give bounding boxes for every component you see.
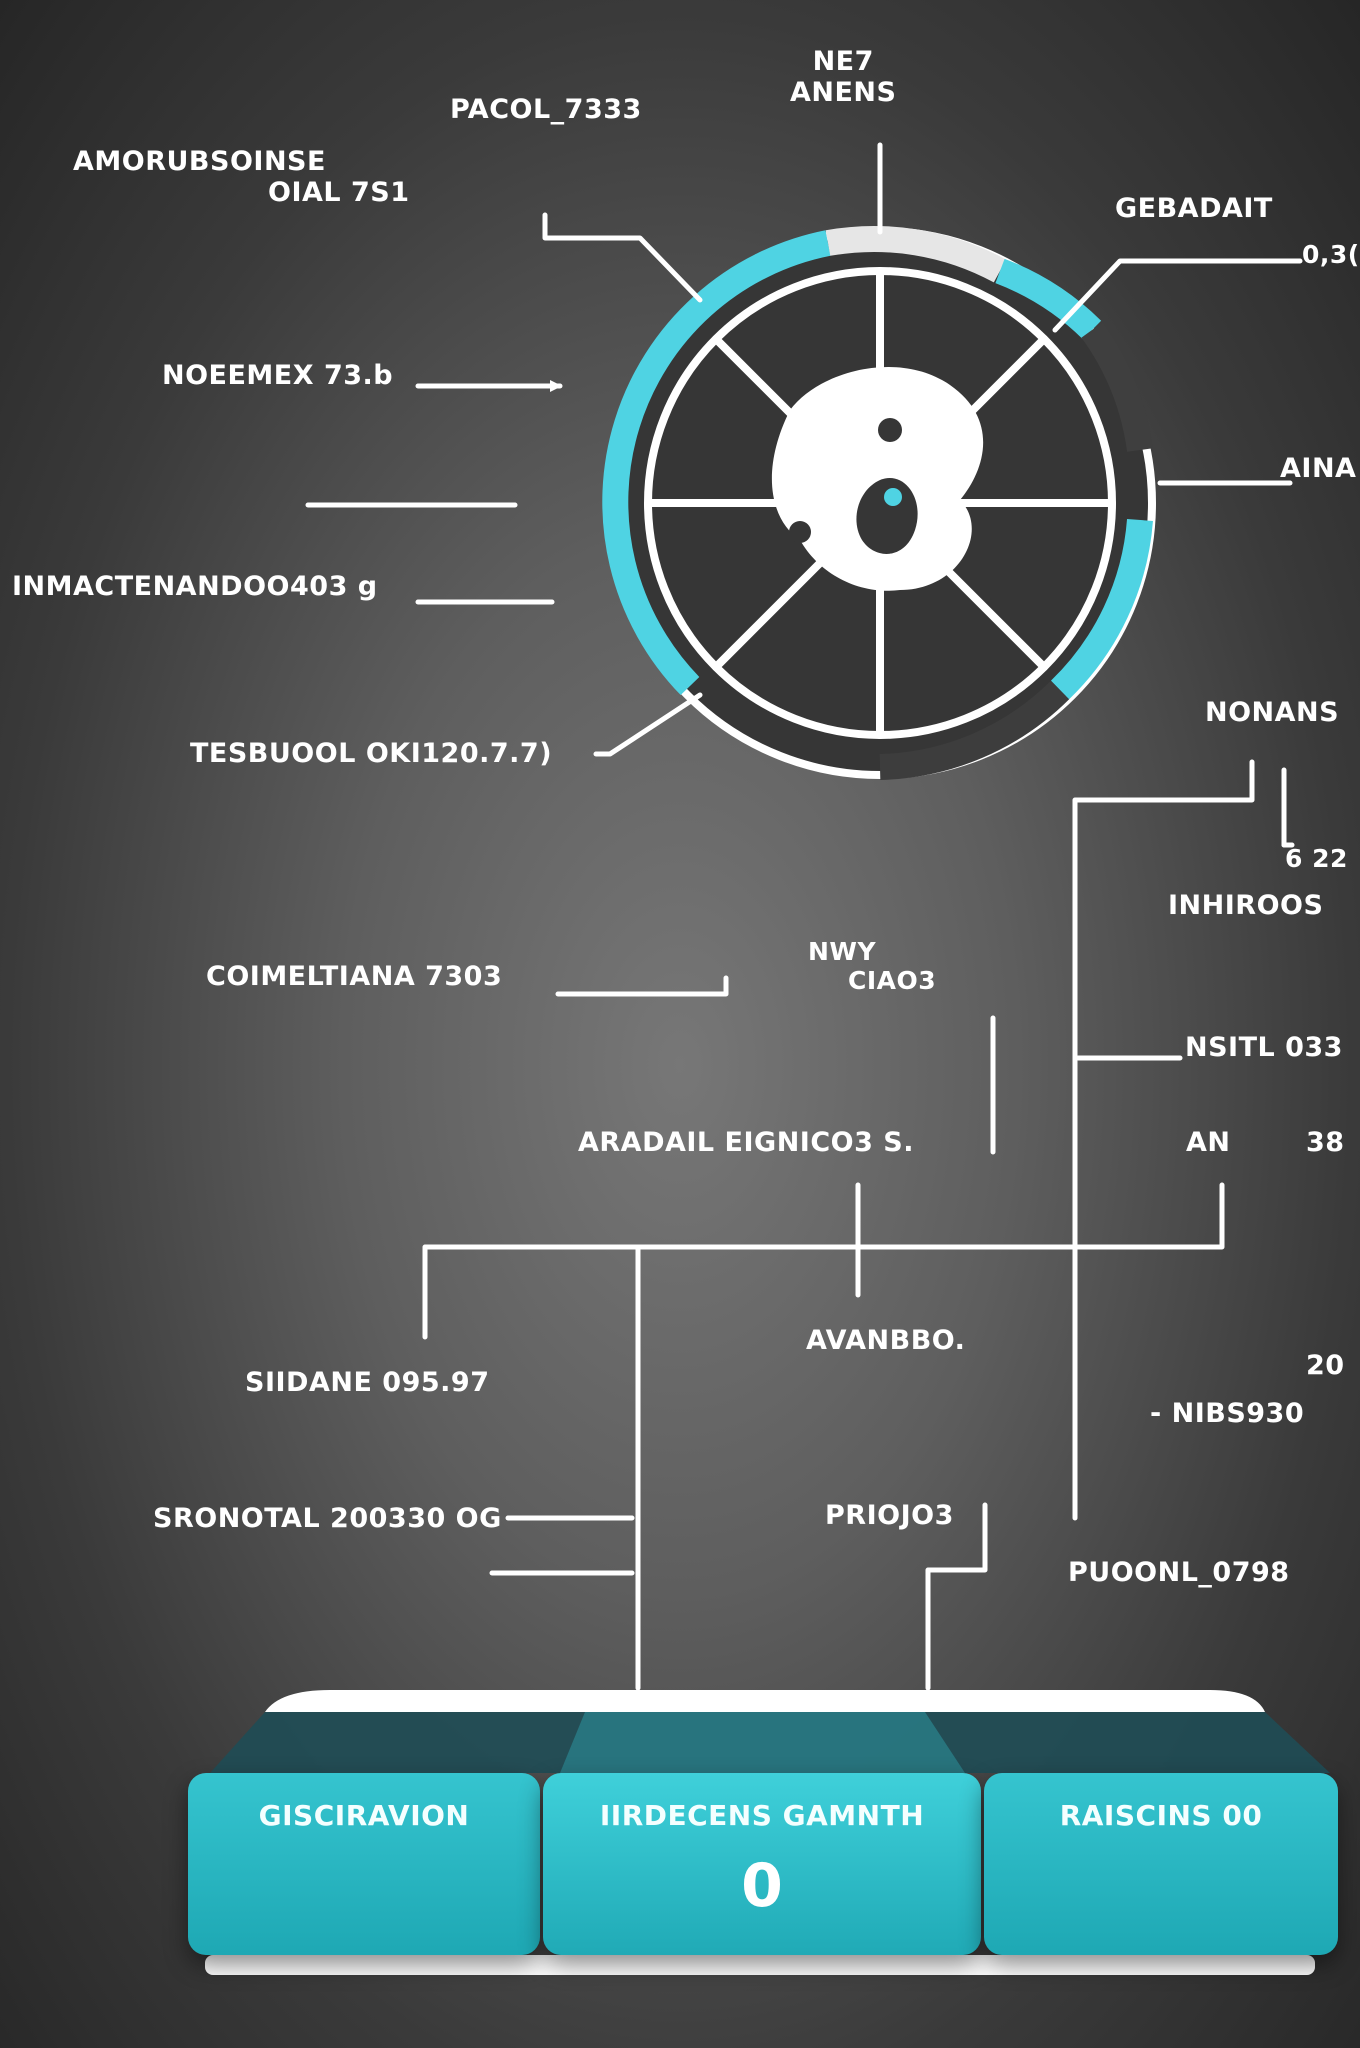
connector-lines [305,142,1303,1691]
label-morubsoinse-line1: AMORUBSOINSE [73,146,326,177]
label-noeemex: NOEEMEX 73.b [162,360,394,391]
label-nwy: NWY CIAO3 [808,937,937,996]
label-value-38: 38 [1306,1127,1345,1158]
label-morubsoinse: AMORUBSOINSE OIAL 7S1 [73,146,410,208]
label-value-622: 6 22 [1285,844,1348,873]
ring-segment-bottom [879,680,1070,780]
label-top-title-line2: ANENS [790,77,897,109]
label-nwy-line2: CIAO3 [848,965,937,995]
card-raiscins-title: RAISCINS 00 [1059,1799,1263,1832]
hub-wheel-icon [602,226,1156,780]
label-morubsoinse-line2: OIAL 7S1 [268,177,410,209]
label-top-title-line1: NE7 [812,46,874,77]
card-giscir-title: GISCIRAVION [258,1799,470,1832]
label-nsitl: NSITL 033 [1185,1032,1343,1063]
ring-segment-top [825,226,1007,283]
label-aina: AINA [1280,453,1357,484]
label-puoonl: PUOONL_0798 [1068,1557,1290,1588]
label-nwy-line1: NWY [808,937,877,966]
label-sronotal: SRONOTAL 200330 OG [153,1503,502,1534]
ring-segment-right [1081,322,1153,452]
card-giscir[interactable]: GISCIRAVION [188,1773,540,1955]
ring-segment-right-top [995,258,1102,340]
label-inmactenando: INMACTENANDOO403 g [12,571,378,602]
card-iirdecens-title: IIRDECENS GAMNTH [599,1799,925,1832]
label-top-title: NE7 ANENS [790,46,896,108]
label-nonans: NONANS [1205,697,1340,728]
label-an-short: AN [1186,1127,1231,1158]
label-tesbuool: TESBUOOL OKI120.7.7) [190,738,553,769]
label-gebadait: GEBADAIT [1115,193,1273,224]
card-iirdecens-value: 0 [741,1851,783,1921]
ring-segment-right-bottom [1050,518,1153,700]
label-gebadait-value: 0,3( [1302,240,1360,269]
label-value-20: 20 [1306,1350,1345,1381]
ring-segment-left [602,230,831,696]
label-nibs930: - NIBS930 [1150,1398,1305,1429]
label-priojob: PRIOJO3 [825,1500,954,1531]
label-siidane: SIIDANE 095.97 [245,1367,490,1398]
base-platform [205,1690,1330,1975]
label-inhroos: INHIROOS [1168,890,1324,921]
card-iirdecens[interactable]: IIRDECENS GAMNTH 0 [543,1773,981,1955]
label-coimeltiana: COIMELTIANA 7303 [206,961,503,992]
label-aradail: ARADAIL EIGNICO3 S. [578,1127,914,1158]
label-pacol: PACOL_7333 [450,94,642,125]
card-raiscins[interactable]: RAISCINS 00 [984,1773,1338,1955]
label-avanbbo: AVANBBO. [806,1325,966,1356]
